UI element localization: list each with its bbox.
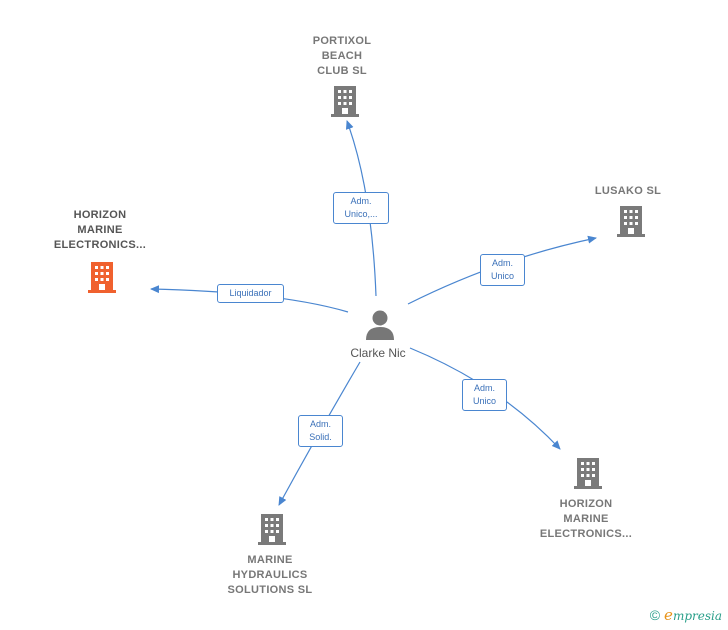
building-icon-marine-hydraulics[interactable] bbox=[258, 514, 286, 545]
edge-label-portixol: Adm. Unico,... bbox=[333, 192, 389, 224]
node-label-horizon-right[interactable]: HORIZON MARINE ELECTRONICS... bbox=[539, 498, 633, 540]
building-icon-portixol[interactable] bbox=[331, 86, 359, 117]
brand-logo-text: mpresia bbox=[672, 609, 722, 623]
edge-label-lusako: Adm. Unico bbox=[480, 254, 525, 286]
edge-label-horizon-right: Adm. Unico bbox=[462, 379, 507, 411]
footer-brand: ©empresia bbox=[650, 606, 722, 624]
person-icon[interactable] bbox=[366, 310, 394, 341]
node-label-portixol[interactable]: PORTIXOL BEACH CLUB SL bbox=[312, 35, 372, 77]
building-icon-horizon-left[interactable] bbox=[88, 262, 116, 293]
brand-logo-initial: e bbox=[664, 606, 673, 624]
node-label-lusako[interactable]: LUSAKO SL bbox=[594, 185, 662, 197]
person-name[interactable]: Clarke Nic bbox=[350, 346, 406, 360]
edge-label-horizon-left: Liquidador bbox=[217, 284, 284, 303]
building-icon-horizon-right[interactable] bbox=[574, 458, 602, 489]
copyright-symbol: © bbox=[649, 607, 661, 623]
building-icon-lusako[interactable] bbox=[617, 206, 645, 237]
node-label-marine-hydraulics[interactable]: MARINE HYDRAULICS SOLUTIONS SL bbox=[227, 554, 313, 596]
edge-label-marine-hydraulics: Adm. Solid. bbox=[298, 415, 343, 447]
node-label-horizon-left[interactable]: HORIZON MARINE ELECTRONICS... bbox=[53, 209, 147, 251]
